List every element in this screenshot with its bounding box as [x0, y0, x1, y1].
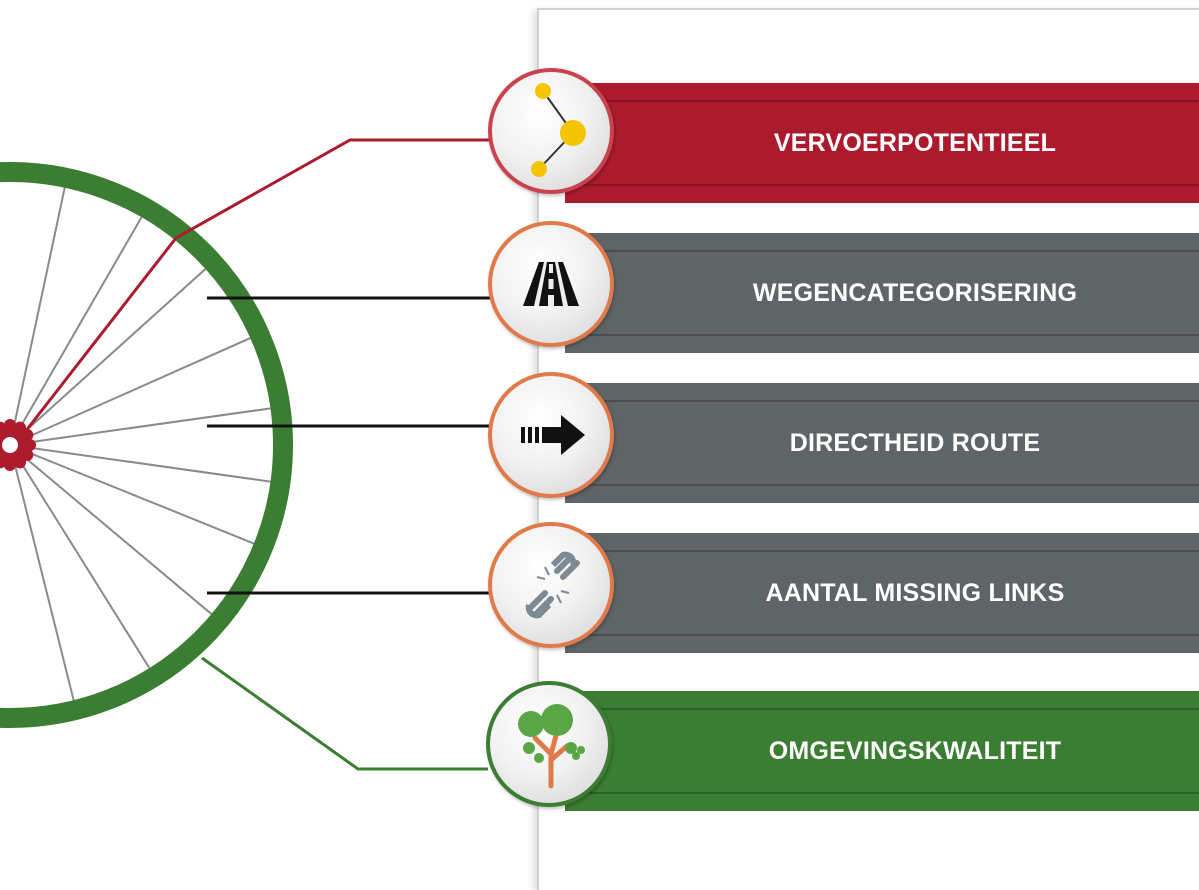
label-vervoerpotentieel: VERVOERPOTENTIEEL	[773, 128, 1057, 157]
spoke	[27, 337, 251, 438]
spoke	[13, 464, 75, 701]
spoke	[24, 457, 213, 615]
spoke	[13, 187, 66, 426]
bar-directheid-route: DIRECTHEID ROUTE	[565, 383, 1199, 503]
label-directheid-route: DIRECTHEID ROUTE	[789, 428, 1041, 457]
bar-aantal-missing-links: AANTAL MISSING LINKS	[565, 533, 1199, 653]
broken-link-icon	[488, 522, 614, 648]
spoke	[19, 461, 151, 669]
label-omgevingskwaliteit: OMGEVINGSKWALITEIT	[768, 736, 1062, 765]
bar-omgevingskwaliteit: OMGEVINGSKWALITEIT	[565, 691, 1199, 811]
wheel-hub	[0, 419, 36, 471]
bar-wegencategorisering: WEGENCATEGORISERING	[565, 233, 1199, 353]
spoke	[28, 451, 255, 545]
spoke	[29, 407, 271, 444]
label-aantal-missing-links: AANTAL MISSING LINKS	[765, 578, 1065, 607]
wheel-spokes	[13, 187, 271, 701]
arrow-right-icon	[488, 372, 614, 498]
sprocket-center	[2, 437, 18, 453]
connector-lines	[23, 138, 490, 771]
network-nodes-icon	[488, 68, 614, 194]
bar-vervoerpotentieel: VERVOERPOTENTIEEL	[565, 83, 1199, 203]
connector-line	[201, 656, 488, 771]
spoke	[29, 446, 271, 483]
road-icon	[488, 221, 614, 347]
spoke	[24, 268, 207, 433]
label-wegencategorisering: WEGENCATEGORISERING	[752, 278, 1078, 307]
spoke	[19, 216, 143, 429]
wheel-rim	[0, 162, 293, 728]
connector-line	[23, 138, 490, 433]
tree-icon	[486, 681, 612, 807]
